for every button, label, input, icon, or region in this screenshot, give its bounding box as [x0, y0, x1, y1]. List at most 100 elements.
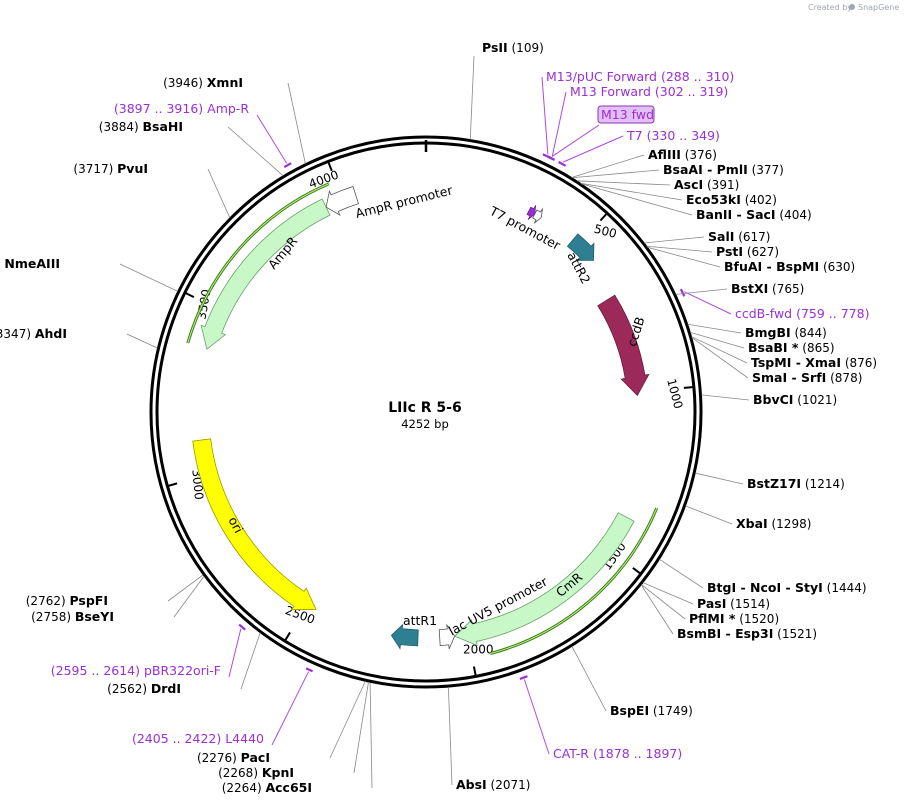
primer-name: pBR322ori-F [144, 663, 221, 678]
site-pflmi[interactable]: PflMI * (1520) [689, 611, 779, 626]
site-text: BstXI (765) [731, 281, 804, 296]
site-drdi[interactable]: (2562) DrdI [107, 681, 181, 696]
feature-t7-promoter-arrow [532, 208, 543, 224]
primer-text: (3897 .. 3916) Amp-R [114, 101, 249, 116]
site-text: BfuAI - BspMI (630) [724, 259, 855, 274]
watermark-brand: SnapGene [858, 3, 899, 12]
site-leader-bstxi [675, 288, 728, 295]
primer-range: (2595 .. 2614) [51, 663, 144, 678]
site-leader-absi [448, 687, 453, 786]
site-asci[interactable]: AscI (391) [674, 177, 739, 192]
site-paci[interactable]: (2276) PacI [197, 750, 270, 765]
site-position: (404) [776, 208, 812, 222]
site-bbvci[interactable]: BbvCI (1021) [753, 392, 837, 407]
site-position: (109) [508, 41, 544, 55]
primer-mark-cat-r [519, 675, 528, 680]
orf-lines [186, 182, 659, 656]
feature-arrows [192, 186, 650, 650]
primer-leader-ccdb-fwd [684, 291, 732, 315]
site-bstz17i[interactable]: BstZ17I (1214) [747, 476, 845, 491]
site-position: (376) [681, 148, 717, 162]
site-name: BstZ17I [747, 476, 801, 491]
site-leader-bsabi [690, 332, 745, 349]
primer-text: (2595 .. 2614) pBR322ori-F [51, 663, 221, 678]
site-banii[interactable]: BanII - SacI (404) [696, 207, 812, 222]
site-text: (3717) PvuI [73, 161, 148, 176]
site-acc65i[interactable]: (2264) Acc65I [222, 780, 312, 795]
site-name-2: BspMI [776, 259, 819, 274]
primer-m13-forward[interactable]: M13 Forward (302 .. 319) [570, 84, 728, 99]
site-name: AscI [674, 177, 703, 192]
site-pspfi[interactable]: (2762) PspFI [26, 593, 108, 608]
primer-t7[interactable]: T7 (330 .. 349) [626, 128, 720, 143]
site-position: (377) [748, 163, 784, 177]
primer-cat-r[interactable]: CAT-R (1878 .. 1897) [553, 746, 682, 761]
site-position: (402) [741, 193, 777, 207]
site-nmeaiii[interactable]: (3495) NmeAIII [0, 256, 60, 271]
primer-text: M13 Forward (302 .. 319) [570, 84, 728, 99]
site-position: (3347) [0, 327, 35, 341]
site-pasi[interactable]: PasI (1514) [697, 596, 770, 611]
primer-text: ccdB-fwd (759 .. 778) [735, 306, 869, 321]
primer-leader-amp-r [256, 114, 288, 164]
site-bstxi[interactable]: BstXI (765) [731, 281, 804, 296]
site-sali[interactable]: SalI (617) [708, 229, 770, 244]
primer-l4440[interactable]: (2405 .. 2422) L4440 [132, 731, 264, 746]
site-position: (391) [703, 178, 739, 192]
site-leader-xmni [287, 82, 306, 164]
site-xmni[interactable]: (3946) XmnI [163, 75, 243, 90]
site-position: (765) [768, 282, 804, 296]
site-bsabi[interactable]: BsaBI * (865) [748, 340, 835, 355]
site-btgi[interactable]: BtgI - NcoI - StyI (1444) [707, 580, 867, 595]
site-pvui[interactable]: (3717) PvuI [73, 161, 148, 176]
site-text: (2758) BseYI [31, 609, 114, 624]
site-psii[interactable]: PsII (109) [482, 40, 544, 55]
primer-m13-fwd[interactable]: M13 fwd [597, 105, 655, 124]
primer-amp-r[interactable]: (3897 .. 3916) Amp-R [114, 101, 249, 116]
primer-m13-puc-forward[interactable]: M13/pUC Forward (288 .. 310) [546, 69, 734, 84]
site-afliii[interactable]: AflIII (376) [648, 147, 717, 162]
site-bsahi[interactable]: (3884) BsaHI [99, 119, 183, 134]
primer-name: M13 fwd [601, 107, 654, 122]
site-position: (617) [734, 230, 770, 244]
site-kpni[interactable]: (2268) KpnI [218, 765, 294, 780]
site-position: (1214) [801, 477, 845, 491]
site-bseyi[interactable]: (2758) BseYI [31, 609, 114, 624]
site-name: Acc65I [265, 780, 312, 795]
site-eco53ki[interactable]: Eco53kI (402) [686, 192, 777, 207]
site-bsmbi[interactable]: BsmBI - Esp3I (1521) [677, 626, 817, 641]
primer-name: M13 Forward [570, 84, 651, 99]
map-size: 4252 bp [401, 417, 449, 431]
site-text: (3495) NmeAIII [0, 256, 60, 271]
primer-pbr322ori-f[interactable]: (2595 .. 2614) pBR322ori-F [51, 663, 221, 678]
site-bfuai[interactable]: BfuAI - BspMI (630) [724, 259, 855, 274]
site-separator: - [703, 162, 717, 177]
site-name: AflIII [648, 147, 681, 162]
primer-name: T7 [626, 128, 643, 143]
tick-2500 [284, 631, 291, 641]
primer-ccdb-fwd[interactable]: ccdB-fwd (759 .. 778) [735, 306, 869, 321]
site-absi[interactable]: AbsI (2071) [456, 777, 530, 792]
site-ahdi[interactable]: (3347) AhdI [0, 326, 67, 341]
site-bsaai[interactable]: BsaAI - PmlI (377) [663, 162, 784, 177]
site-bmgbi[interactable]: BmgBI (844) [745, 325, 827, 340]
primer-name: ccdB-fwd [735, 306, 792, 321]
primer-leader-m13-puc-forward [541, 76, 549, 155]
site-xbai[interactable]: XbaI (1298) [736, 516, 811, 531]
tick-500 [599, 213, 608, 222]
site-text: PsII (109) [482, 40, 544, 55]
site-tspmi[interactable]: TspMI - XmaI (876) [751, 355, 877, 370]
site-text: (2264) Acc65I [222, 780, 312, 795]
site-psti[interactable]: PstI (627) [716, 244, 779, 259]
site-name: DrdI [151, 681, 181, 696]
site-name-2: NcoI [750, 580, 781, 595]
site-position: (2268) [218, 766, 262, 780]
site-text: SmaI - SrfI (878) [752, 370, 862, 385]
site-bspei[interactable]: BspEI (1749) [610, 703, 693, 718]
feature-ccdb-arrow [597, 294, 650, 397]
site-smai[interactable]: SmaI - SrfI (878) [752, 370, 862, 385]
site-leader-psti [646, 245, 713, 253]
feature-attr1-arrow [390, 623, 419, 650]
site-text: (2562) DrdI [107, 681, 181, 696]
site-leader-pvui [207, 168, 231, 219]
